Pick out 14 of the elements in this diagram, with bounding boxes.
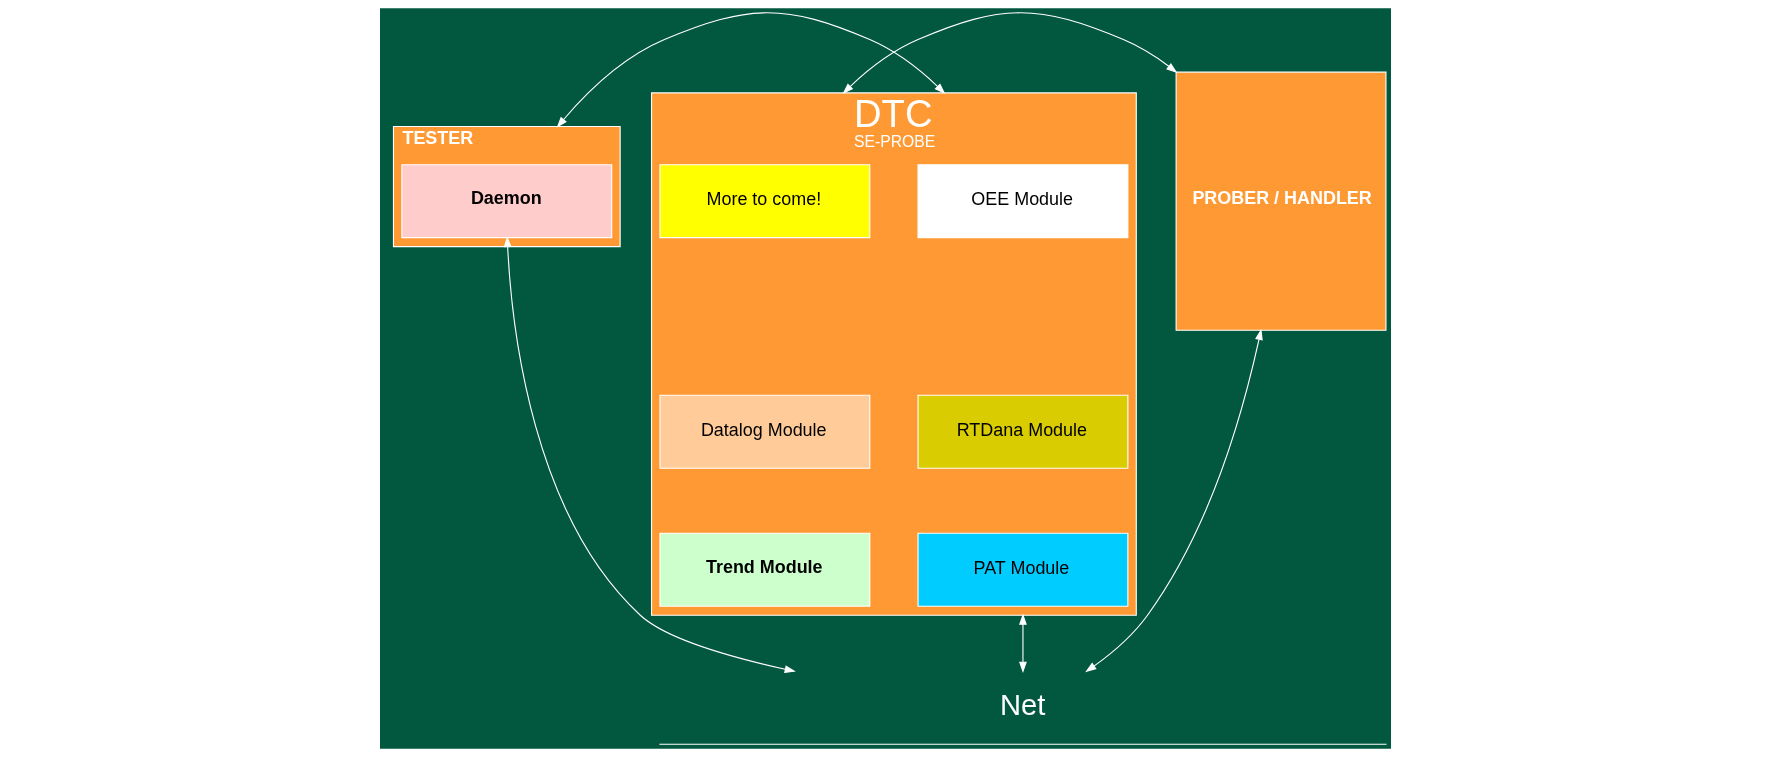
node-box: More to come! bbox=[658, 164, 870, 239]
node-box: Datalog Module bbox=[658, 394, 870, 469]
node-box: OEE Module bbox=[917, 164, 1128, 239]
node-box: RTDana Module bbox=[917, 394, 1128, 469]
node-box: Daemon bbox=[400, 164, 612, 239]
node-box: PAT Module bbox=[917, 532, 1128, 607]
node-text: Net bbox=[999, 688, 1045, 721]
arrow bbox=[503, 235, 796, 674]
arrow bbox=[556, 12, 945, 128]
arrow bbox=[1018, 613, 1027, 673]
arrow bbox=[842, 12, 1177, 95]
node-box: PROBER / HANDLER bbox=[1175, 71, 1386, 331]
node-box: Trend Module bbox=[658, 532, 870, 607]
arrow bbox=[1084, 328, 1263, 673]
